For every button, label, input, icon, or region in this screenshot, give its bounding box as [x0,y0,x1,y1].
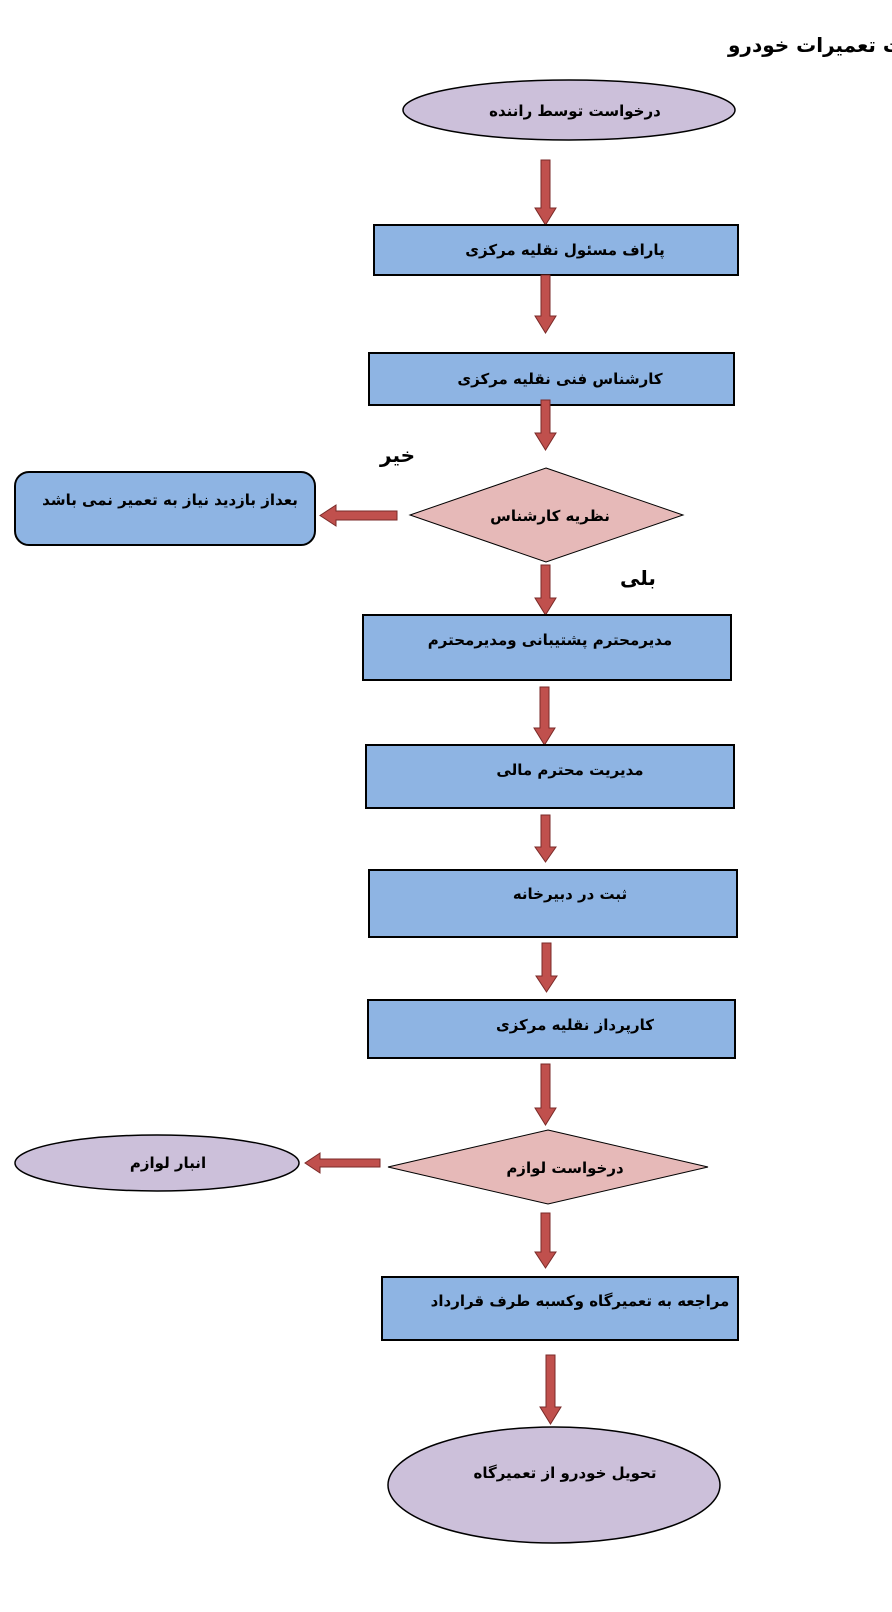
step7-label: مراجعه به تعمیرگاه وکسبه طرف قرارداد [431,1292,730,1310]
end-terminal: تحویل خودرو از تعمیرگاه [387,1426,721,1544]
arrow-down [534,1063,557,1126]
step5-label: ثبت در دبیرخانه [513,885,627,903]
arrow-down [534,399,557,451]
step3-label: مدیرمحترم پشتیبانی ومدیرمحترم [428,631,672,650]
arrow-down [533,686,556,746]
process-step-6: کارپرداز نقلیه مرکزی [367,999,736,1059]
no-result-label: بعداز بازدید نیاز به تعمیر نمی باشد [42,491,298,509]
no-result-box: بعداز بازدید نیاز به تعمیر نمی باشد [14,471,316,546]
step4-label: مدیریت محترم مالی [496,761,643,779]
decision-2: درخواست لوازم [387,1129,709,1205]
start-label: درخواست توسط راننده [489,102,661,120]
end-label: تحویل خودرو از تعمیرگاه [473,1464,656,1482]
arrow-down [535,942,558,993]
warehouse-terminal: انبار لوازم [14,1134,300,1192]
arrow-left [304,1152,381,1174]
process-step-2: کارشناس فنی نقلیه مرکزی [368,352,735,406]
decision-1: نظریه کارشناس [408,467,685,563]
decision1-label: نظریه کارشناس [490,507,610,525]
arrow-down [539,1354,562,1425]
process-step-5: ثبت در دبیرخانه [368,869,738,938]
start-terminal: درخواست توسط راننده [402,79,736,141]
step2-label: کارشناس فنی نقلیه مرکزی [457,370,662,388]
process-step-7: مراجعه به تعمیرگاه وکسبه طرف قرارداد [381,1276,739,1341]
process-step-1: پاراف مسئول نقلیه مرکزی [373,224,739,276]
branch-yes-label: بلی [620,566,656,590]
arrow-down [534,814,557,863]
branch-no-label: خیر [379,443,415,467]
arrow-down [534,274,557,334]
diagram-title: فرآیند درخواست تعمیرات خودرو [727,32,892,57]
warehouse-label: انبار لوازم [130,1154,206,1172]
step1-label: پاراف مسئول نقلیه مرکزی [465,241,664,260]
arrow-down [534,564,557,616]
decision2-label: درخواست لوازم [506,1159,624,1177]
process-step-3: مدیرمحترم پشتیبانی ومدیرمحترم [362,614,732,681]
arrow-down [534,1212,557,1269]
arrow-left [319,504,398,527]
arrow-down [534,159,557,226]
step6-label: کارپرداز نقلیه مرکزی [496,1016,654,1035]
process-step-4: مدیریت محترم مالی [365,744,735,809]
